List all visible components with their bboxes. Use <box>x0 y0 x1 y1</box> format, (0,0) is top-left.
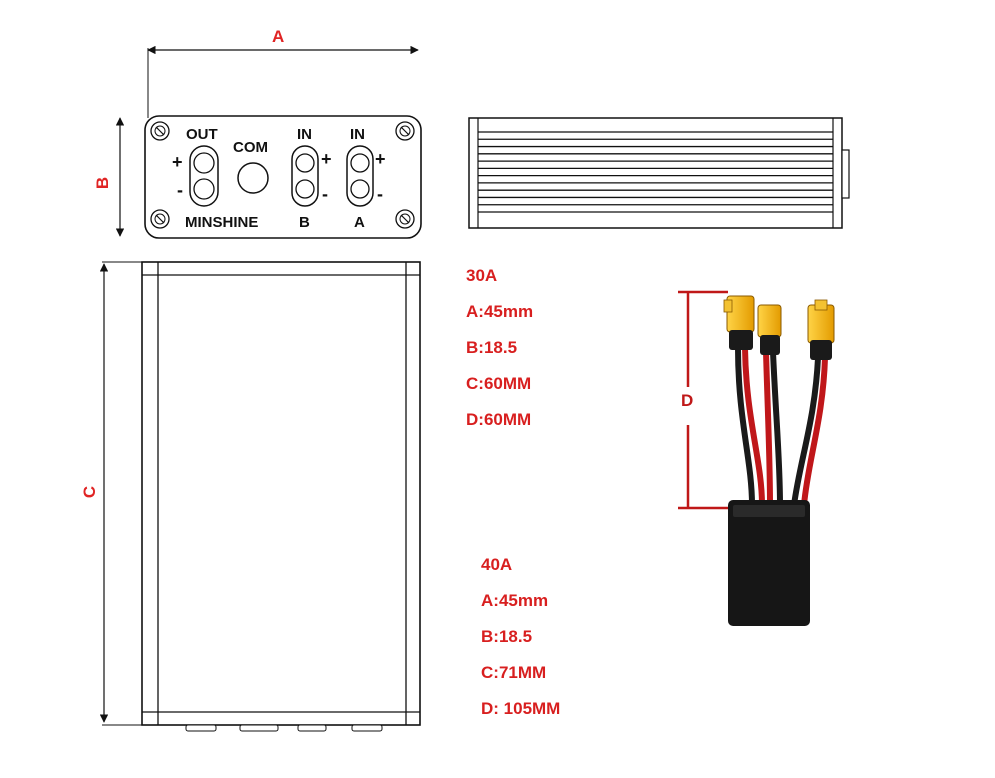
xt-connector <box>807 299 835 360</box>
specs-40a-title: 40A <box>481 555 513 574</box>
dimension-c: C <box>80 261 142 726</box>
out-label: OUT <box>186 126 218 143</box>
specs-30a-a: A:45mm <box>466 302 534 321</box>
dimension-d-label: D <box>681 391 693 410</box>
port-a-label: A <box>354 214 365 231</box>
dimension-b-label: B <box>93 177 112 189</box>
specs-40a-c: C:71MM <box>481 663 547 682</box>
specs-40a-a: A:45mm <box>481 591 549 610</box>
specs-40a-b: B:18.5 <box>481 627 533 646</box>
side-view <box>468 117 850 229</box>
dimension-a-label: A <box>272 27 284 46</box>
specs-30a-title: 30A <box>466 266 498 285</box>
product-photo: D <box>678 290 835 626</box>
svg-text:-: - <box>377 184 383 204</box>
wires <box>735 347 828 506</box>
front-panel: OUT + - COM IN + - IN + - MINSHINE B A <box>144 115 422 239</box>
top-view <box>141 261 421 732</box>
dimension-a: A <box>147 27 419 118</box>
brand-label: MINSHINE <box>185 214 258 231</box>
specs-30a-d: D:60MM <box>466 410 532 429</box>
dimension-c-label: C <box>80 486 99 498</box>
specs-30a-c: C:60MM <box>466 374 532 393</box>
screw-icon <box>150 121 170 141</box>
dimension-b: B <box>93 117 125 237</box>
svg-text:+: + <box>172 152 183 172</box>
screw-icon <box>150 209 170 229</box>
specs-30a-b: B:18.5 <box>466 338 518 357</box>
com-port <box>237 162 269 194</box>
specs-30a: 30A A:45mm B:18.5 C:60MM D:60MM <box>466 258 533 438</box>
svg-text:+: + <box>321 149 332 169</box>
module-body <box>728 500 810 626</box>
xt-connector <box>723 295 755 350</box>
com-label: COM <box>233 139 268 156</box>
svg-text:-: - <box>322 184 328 204</box>
in-a-label: IN <box>350 126 365 143</box>
in-b-label: IN <box>297 126 312 143</box>
xt-connector <box>757 304 782 355</box>
port-b-label: B <box>299 214 310 231</box>
svg-text:+: + <box>375 149 386 169</box>
screw-icon <box>395 209 415 229</box>
specs-40a: 40A A:45mm B:18.5 C:71MM D: 105MM <box>481 547 560 727</box>
screw-icon <box>395 121 415 141</box>
cooling-fins <box>478 131 833 213</box>
specs-40a-d: D: 105MM <box>481 699 561 718</box>
svg-text:-: - <box>177 180 183 200</box>
